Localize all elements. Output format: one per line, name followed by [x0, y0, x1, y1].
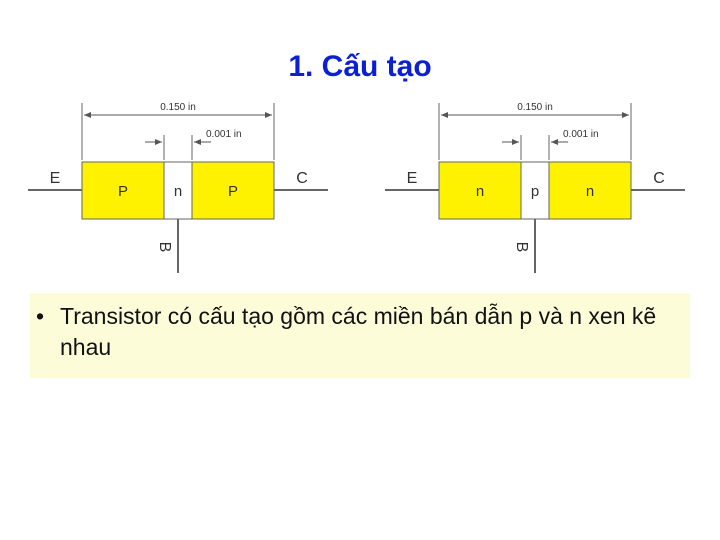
collector-region	[191, 161, 275, 220]
emitter-region	[81, 161, 165, 220]
total-width-label: 0.150 in	[517, 102, 553, 113]
emitter-terminal-label: E	[407, 170, 418, 187]
collector-terminal-label: C	[296, 170, 308, 187]
collector-terminal-label: C	[653, 170, 665, 187]
total-width-label: 0.150 in	[160, 102, 196, 113]
base-terminal-label: B	[156, 242, 173, 253]
bullet-text: Transistor có cấu tạo gồm các miền bán d…	[60, 303, 657, 360]
bullet-item: • Transistor có cấu tạo gồm các miền bán…	[36, 301, 680, 363]
emitter-terminal-label: E	[50, 170, 61, 187]
collector-region-label: P	[228, 183, 238, 200]
collector-region-label: n	[586, 183, 594, 200]
emitter-region-label: n	[476, 183, 484, 200]
bullet-marker: •	[36, 303, 45, 329]
note-box: • Transistor có cấu tạo gồm các miền bán…	[30, 293, 690, 378]
base-region	[520, 161, 550, 220]
slide-title: 1. Cấu tạo	[288, 50, 432, 83]
base-region-label: n	[174, 183, 182, 200]
base-region-label: p	[531, 183, 539, 200]
transistor-diagrams: 0.150 in 0.001 in P n P E C B 0.150 in 0…	[28, 102, 685, 273]
base-region	[163, 161, 193, 220]
emitter-region	[438, 161, 522, 220]
npn-diagram: 0.150 in 0.001 in n p n E C B	[385, 102, 685, 273]
pnp-diagram: 0.150 in 0.001 in P n P E C B	[28, 102, 328, 273]
emitter-region-label: P	[118, 183, 128, 200]
base-width-label: 0.001 in	[563, 129, 599, 140]
base-terminal-label: B	[513, 242, 530, 253]
collector-region	[548, 161, 632, 220]
base-width-label: 0.001 in	[206, 129, 242, 140]
